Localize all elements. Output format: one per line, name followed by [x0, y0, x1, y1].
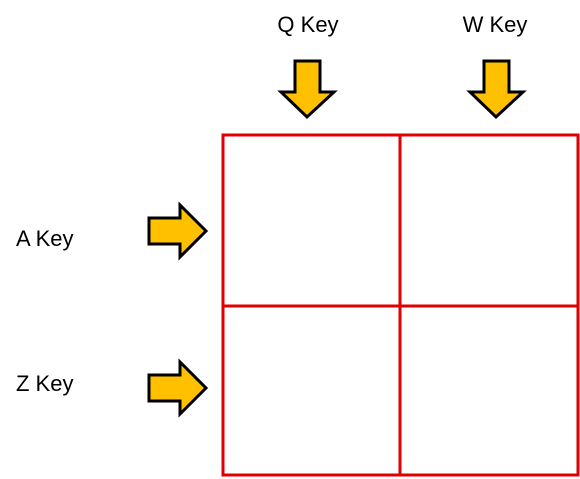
label-z-key: Z Key	[16, 371, 73, 396]
label-a-key: A Key	[16, 226, 73, 251]
arrow-down-icon-w	[466, 59, 527, 120]
arrow-right-icon-a	[147, 201, 209, 261]
arrow-down-icon-q	[277, 59, 338, 120]
grid-2x2	[221, 133, 580, 477]
label-w-key: W Key	[463, 12, 528, 37]
arrow-right-icon-z	[147, 358, 209, 418]
label-q-key: Q Key	[277, 12, 338, 37]
